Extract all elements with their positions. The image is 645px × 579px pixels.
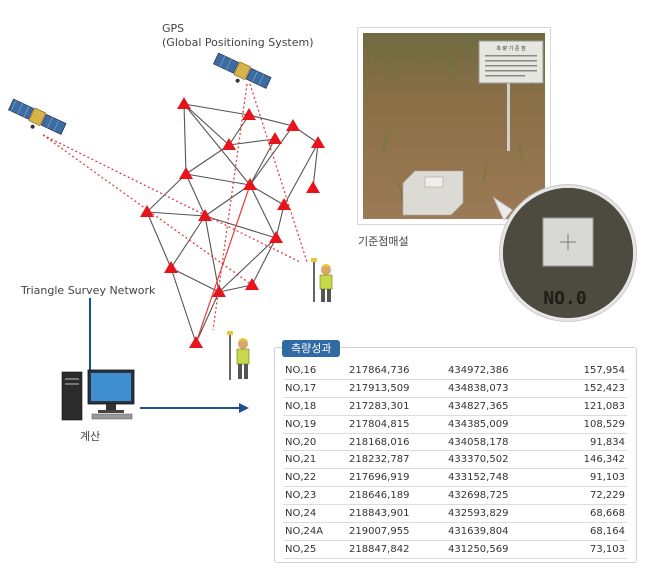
x-coordinate-cell: 218843,901 — [347, 504, 446, 524]
elevation-cell: 68,668 — [560, 504, 627, 524]
y-coordinate-cell: 434972,386 — [446, 362, 560, 380]
surveyor-icon-right — [311, 258, 333, 302]
x-coordinate-cell: 217864,736 — [347, 362, 446, 380]
elevation-cell: 108,529 — [560, 415, 627, 434]
y-coordinate-cell: 434385,009 — [446, 415, 560, 434]
photo-caption: 기준점매설 — [358, 235, 409, 248]
point-id-cell: NO,21 — [283, 450, 347, 470]
survey-results-title: 측량성과 — [282, 340, 341, 357]
benchmark-zoom-view: NO.0 — [500, 185, 636, 321]
y-coordinate-cell: 432698,725 — [446, 486, 560, 506]
satellite-icon-top — [213, 52, 272, 89]
computer-label: 계산 — [80, 430, 101, 443]
surveyor-icon-lower — [227, 331, 250, 380]
network-edges — [146, 103, 319, 344]
point-id-cell: NO,25 — [283, 540, 347, 559]
survey-stations — [140, 97, 325, 348]
point-id-cell: NO,22 — [283, 468, 347, 488]
elevation-cell: 91,834 — [560, 433, 627, 452]
satellite-signal-lines — [42, 83, 308, 331]
x-coordinate-cell: 218232,787 — [347, 450, 446, 470]
x-coordinate-cell: 217283,301 — [347, 397, 446, 416]
elevation-cell: 157,954 — [560, 362, 627, 380]
elevation-cell: 152,423 — [560, 379, 627, 398]
point-id-cell: NO,23 — [283, 486, 347, 506]
point-id-cell: NO,19 — [283, 415, 347, 434]
zoom-pointer — [492, 196, 513, 221]
point-id-cell: NO,17 — [283, 379, 347, 398]
x-coordinate-cell: 218168,016 — [347, 433, 446, 452]
point-id-cell: NO,18 — [283, 397, 347, 416]
gps-title: GPS — [162, 22, 185, 35]
x-coordinate-cell: 219007,955 — [347, 522, 446, 541]
elevation-cell: 91,103 — [560, 468, 627, 488]
benchmark-marker-closeup: NO.0 — [503, 188, 633, 318]
x-coordinate-cell: 218847,842 — [347, 540, 446, 559]
y-coordinate-cell: 434838,073 — [446, 379, 560, 398]
point-id-cell: NO,24 — [283, 504, 347, 524]
benchmark-photo: 측 량 기 준 점 — [363, 33, 545, 219]
x-coordinate-cell: 218646,189 — [347, 486, 446, 506]
elevation-cell: 73,103 — [560, 540, 627, 559]
y-coordinate-cell: 432593,829 — [446, 504, 560, 524]
y-coordinate-cell: 431639,804 — [446, 522, 560, 541]
point-id-cell: NO,24A — [283, 522, 347, 541]
elevation-cell: 146,342 — [560, 450, 627, 470]
elevation-cell: 72,229 — [560, 486, 627, 506]
x-coordinate-cell: 217913,509 — [347, 379, 446, 398]
y-coordinate-cell: 431250,569 — [446, 540, 560, 559]
point-id-cell: NO,20 — [283, 433, 347, 452]
elevation-cell: 121,083 — [560, 397, 627, 416]
y-coordinate-cell: 433152,748 — [446, 468, 560, 488]
y-coordinate-cell: 434058,178 — [446, 433, 560, 452]
benchmark-photo-image: 측 량 기 준 점 — [363, 33, 545, 219]
marker-text: NO.0 — [543, 288, 586, 309]
benchmark-photo-frame: 측 량 기 준 점 — [357, 27, 551, 225]
y-coordinate-cell: 434827,365 — [446, 397, 560, 416]
y-coordinate-cell: 433370,502 — [446, 450, 560, 470]
x-coordinate-cell: 217804,815 — [347, 415, 446, 434]
gps-subtitle: (Global Positioning System) — [162, 36, 314, 49]
point-id-cell: NO,16 — [283, 362, 347, 380]
sign-text: 측 량 기 준 점 — [496, 45, 525, 52]
network-label: Triangle Survey Network — [21, 284, 156, 297]
x-coordinate-cell: 217696,919 — [347, 468, 446, 488]
satellite-icon-left — [8, 98, 67, 135]
computer-icon — [61, 369, 135, 421]
elevation-cell: 68,164 — [560, 522, 627, 541]
